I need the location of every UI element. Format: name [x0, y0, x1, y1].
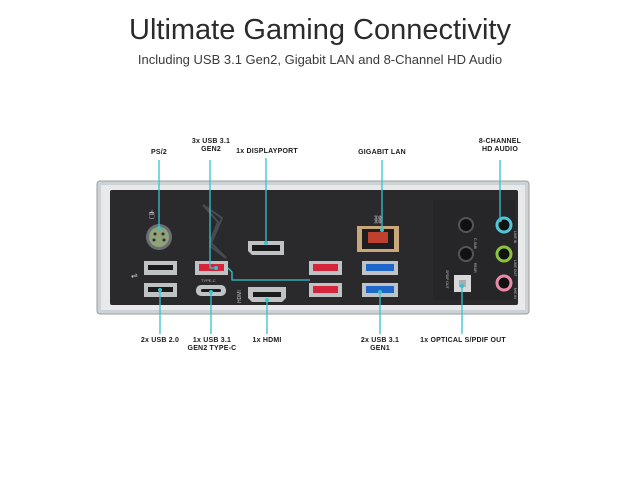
typec-panel-label: TYPE-C — [201, 278, 216, 283]
page-title: Ultimate Gaming Connectivity — [129, 14, 511, 46]
page-subtitle: Including USB 3.1 Gen2, Gigabit LAN and … — [137, 52, 503, 67]
audio-jack-mic-in — [495, 274, 513, 292]
audio-jack-line-out — [495, 245, 513, 263]
label-displayport: 1x DISPLAYPORT — [236, 148, 298, 155]
label-usb31-gen2: 3x USB 3.1 GEN2 — [191, 138, 231, 153]
network-icon: ⛓ — [373, 215, 383, 224]
mic-in-text: MIC IN — [513, 288, 517, 299]
audio-jack-rear — [458, 246, 474, 262]
label-gigabit-lan: GIGABIT LAN — [358, 149, 406, 156]
label-ps2: PS/2 — [151, 149, 167, 156]
center-sub-text: C-SUB — [473, 238, 477, 250]
audio-jack-center-sub — [458, 217, 474, 233]
label-spdif: 1x OPTICAL S/PDIF OUT — [420, 337, 506, 344]
label-usb20: 2x USB 2.0 — [140, 337, 180, 344]
line-out-text: LINE OUT — [513, 260, 517, 277]
hdmi-panel-label: HDMI — [237, 290, 243, 303]
spdif-out-text: SPDIF OUT — [445, 270, 449, 290]
label-usb31-gen1: 2x USB 3.1 GEN1 — [360, 337, 400, 352]
label-audio: 8-CHANNEL HD AUDIO — [478, 138, 522, 153]
rog-logo-icon — [202, 204, 227, 259]
keyboard-mouse-icon: 🖱 — [149, 209, 155, 219]
label-typec: 1x USB 3.1 GEN2 TYPE-C — [187, 337, 237, 352]
label-hdmi: 1x HDMI — [252, 337, 282, 344]
line-in-text: LINE IN — [513, 231, 517, 244]
callout-lines — [158, 158, 501, 334]
ps2-port — [149, 227, 169, 247]
io-panel — [110, 190, 518, 305]
rear-text: REAR — [473, 263, 477, 273]
usb-icon: ⇌ — [131, 271, 138, 280]
